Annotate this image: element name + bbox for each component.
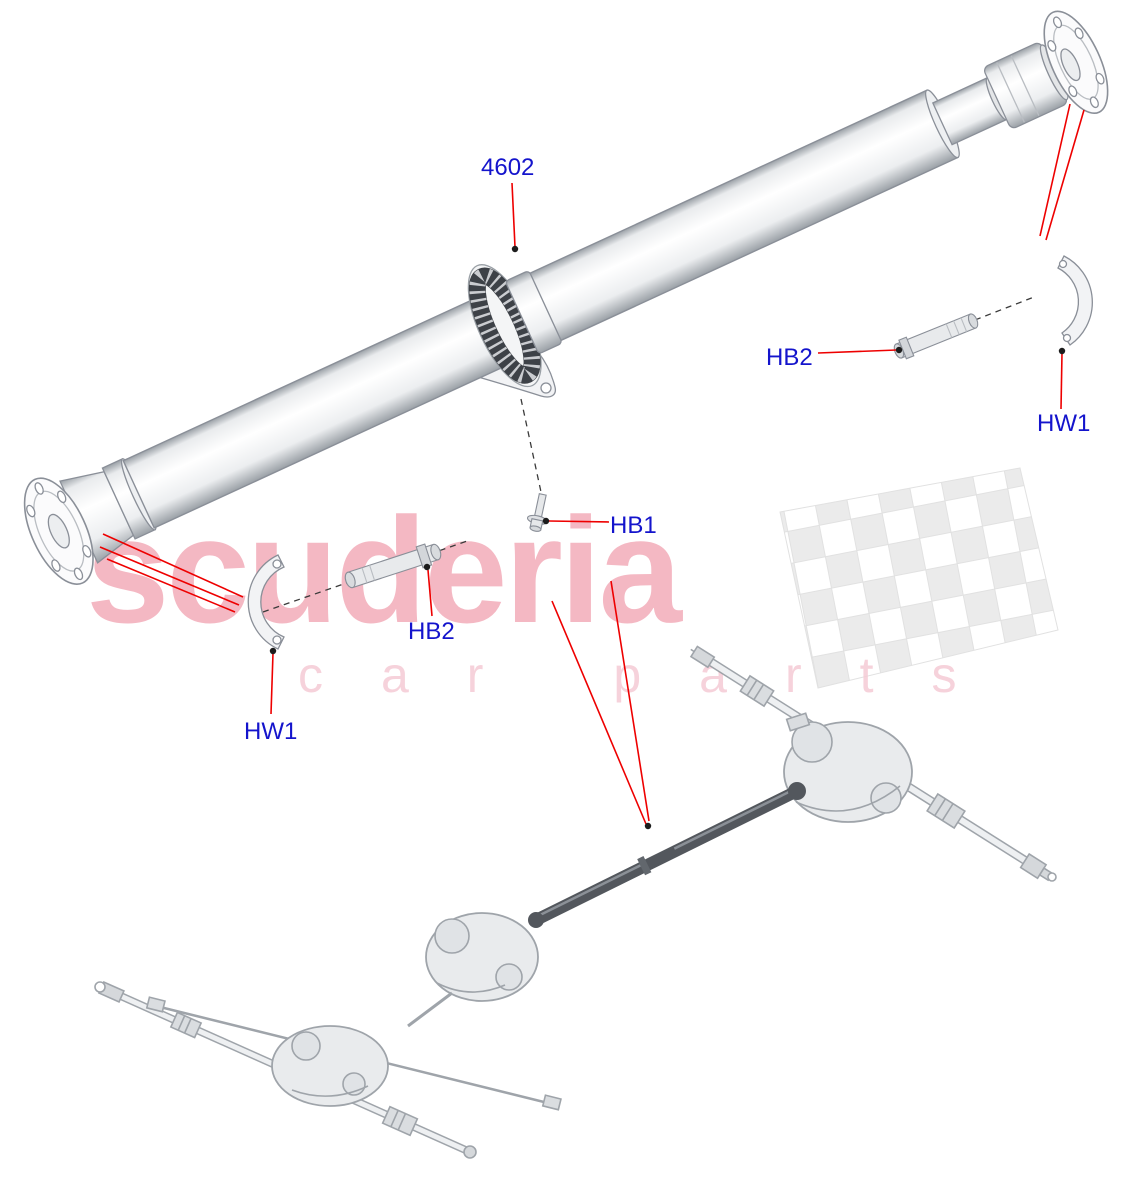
washer-hw1-lower: [247, 554, 285, 650]
part-label-hb2-lower[interactable]: HB2: [408, 618, 455, 645]
part-label-hw1-lower[interactable]: HW1: [244, 718, 297, 745]
leader-front-flange: [102, 533, 244, 598]
leader-hb2-lower: [427, 569, 433, 617]
rear-cv-boot: [926, 792, 966, 830]
bolt-hb2-upper: [893, 313, 979, 360]
part-label-hb1[interactable]: HB1: [610, 512, 657, 539]
front-cv-boot: [381, 1105, 419, 1137]
rear-cv-boot: [739, 674, 775, 708]
leader-hw1-lower: [270, 652, 274, 715]
part-callout-labels: 4602 HB2 HW1 HB1 HB2 HW1: [244, 154, 1090, 745]
rear-wheel-hub: [1019, 852, 1054, 882]
bolt-hb2-lower: [344, 543, 442, 589]
leader-rear-flange: [1045, 109, 1085, 241]
watermark-subtitle: car parts: [298, 647, 1015, 703]
leader-front-flange: [99, 546, 240, 606]
assembly-axis-lines: [262, 296, 1035, 613]
leader-front-flange: [106, 558, 236, 613]
leader-hb1: [548, 520, 610, 523]
leader-lines: [99, 103, 1085, 825]
rear-shaft-stub: [689, 645, 716, 669]
washer-hw1-upper: [1057, 255, 1093, 346]
leader-dots: [269, 245, 1066, 830]
leader-overview: [610, 580, 650, 822]
center-bearing-rubber: [468, 267, 541, 384]
part-label-hw1-upper[interactable]: HW1: [1037, 410, 1090, 437]
propshaft-assembly: [23, 10, 1109, 585]
overview-center-bearing: [637, 846, 678, 876]
leader-rear-flange: [1039, 103, 1071, 237]
front-subframe: [271, 1025, 389, 1107]
part-label-4602[interactable]: 4602: [481, 154, 534, 181]
front-cv-boot: [169, 1011, 203, 1039]
bolt-hb1: [526, 493, 548, 532]
leader-hw1-upper: [1060, 352, 1063, 410]
watermark-flag: [779, 467, 1059, 689]
leader-4602: [511, 182, 516, 248]
part-label-hb2-upper[interactable]: HB2: [766, 344, 813, 371]
leader-overview: [551, 600, 647, 825]
leader-hb2-upper: [817, 349, 898, 354]
driveline-overview-illustration: [94, 645, 1057, 1159]
